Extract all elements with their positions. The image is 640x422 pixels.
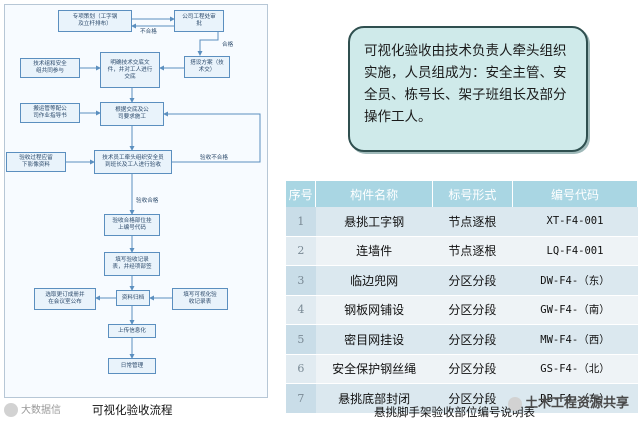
flow-box-tech-briefing: 明确技术交底文 件，并对工人进行 交底 [100, 52, 160, 88]
cell-form: 分区分段 [432, 324, 513, 355]
watermark-right-text: 土木工程资源共享 [525, 396, 630, 411]
flow-box-hang-code: 验收合格部位挂 上编号代码 [104, 214, 160, 236]
cell-no: 7 [286, 383, 316, 414]
watermark-right: 土木工程资源共享 [508, 392, 629, 411]
flow-box-scaffold-plan: 搭设方案（技 术交） [184, 56, 230, 78]
cell-name: 悬挑工字钢 [315, 207, 433, 237]
cell-form: 分区分段 [432, 383, 513, 414]
header-no: 序号 [286, 181, 317, 207]
watermark-left-text: 大数据信 [21, 405, 61, 416]
header-code: 编号代码 [512, 181, 639, 207]
cell-name: 连墙件 [315, 236, 433, 266]
table-row: 5 密目网挂设 分区分段 MW-F4-（西） [286, 324, 638, 355]
cell-no: 2 [286, 236, 316, 266]
flow-box-tech-safety-team: 技术组和安全 组共同参与 [20, 58, 80, 78]
flow-box-construct-per-briefing: 根据交底及公 司要求施工 [100, 102, 164, 126]
cell-code: GS-F4-（北） [512, 354, 638, 384]
table-header-row: 序号 构件名称 标号形式 编号代码 [286, 181, 639, 207]
cell-name: 钢板网铺设 [315, 295, 433, 325]
table-row: 2 连墙件 节点逐根 LQ-F4-001 [286, 236, 638, 266]
cell-code: XT-F4-001 [512, 207, 638, 237]
flow-box-daily-management: 日常管理 [108, 358, 156, 374]
flow-label-fail-mid: 验收不合格 [200, 155, 228, 161]
cell-no: 5 [286, 324, 316, 355]
header-form: 标号形式 [432, 181, 513, 207]
cell-form: 节点逐根 [432, 207, 513, 237]
flow-box-acceptance-inspection: 技术员工牵头组织安全员 到班长及工人进行验收 [94, 150, 172, 174]
cell-name: 悬挑底部封闭 [315, 383, 433, 414]
table-row: 4 钢板网铺设 分区分段 GW-F4-（南） [286, 295, 638, 325]
cell-code: DW-F4-（东） [512, 265, 638, 296]
cell-name: 密目网挂设 [315, 324, 433, 355]
info-box: 可视化验收由技术负责人牵头组织实施，人员组成为：安全主管、安全员、栋号长、架子班… [348, 26, 588, 152]
flow-box-upload-info: 上传信息化 [108, 324, 156, 338]
table-row: 7 悬挑底部封闭 分区分段 DB-F4-（东） [286, 383, 638, 414]
flow-label-pass-mid: 验收合格 [136, 198, 159, 204]
cell-form: 分区分段 [432, 295, 513, 325]
flow-box-bind-publish: 选取更订成册并 在会议室公布 [34, 288, 96, 310]
cell-no: 3 [286, 265, 316, 296]
flow-box-special-plan: 专项策划（工字钢 及立杆排布） [58, 10, 132, 32]
caption-right: 悬挑脚手架验收部位编号说明表 [374, 405, 535, 419]
cell-name: 安全保护钢丝绳 [315, 354, 433, 384]
table-row: 1 悬挑工字钢 节点逐根 XT-F4-001 [286, 207, 638, 237]
flow-box-image-records: 验收过程应留 下影像资料 [6, 152, 66, 172]
cell-no: 4 [286, 295, 316, 325]
cell-form: 分区分段 [432, 265, 513, 296]
flow-box-fill-record: 填写验收记录 表，并经项部签 [104, 252, 160, 276]
cell-code: LQ-F4-001 [512, 236, 638, 266]
cell-name: 临边兜网 [315, 265, 433, 296]
flow-label-pass-top: 合格 [222, 42, 234, 48]
flow-box-visual-record: 填写可视化验 收记录表 [172, 288, 228, 310]
cell-code: DB-F4-（东） [512, 383, 638, 414]
cell-no: 1 [286, 207, 316, 237]
numbering-table: 序号 构件名称 标号形式 编号代码 1 悬挑工字钢 节点逐根 XT-F4-001… [286, 181, 639, 414]
cell-code: MW-F4-（西） [512, 324, 638, 355]
flow-box-company-approval: 公司工程处审 批 [174, 10, 224, 32]
cell-code: GW-F4-（南） [512, 295, 638, 325]
watermark-left: 大数据信 [4, 401, 61, 417]
cell-no: 6 [286, 354, 316, 384]
cell-form: 分区分段 [432, 354, 513, 384]
table-row: 3 临边兜网 分区分段 DW-F4-（东） [286, 265, 638, 296]
cell-form: 节点逐根 [432, 236, 513, 266]
table-row: 6 安全保护钢丝绳 分区分段 GS-F4-（北） [286, 354, 638, 384]
logo-icon [508, 396, 522, 411]
flow-box-work-guide: 搬运管等配公 司作业指导书 [20, 103, 80, 123]
flow-box-archive: 资料归档 [116, 290, 150, 306]
weibo-icon [4, 403, 18, 417]
header-name: 构件名称 [315, 181, 433, 207]
flow-label-fail-top: 不合格 [140, 29, 157, 35]
caption-left: 可视化验收流程 [92, 403, 173, 417]
